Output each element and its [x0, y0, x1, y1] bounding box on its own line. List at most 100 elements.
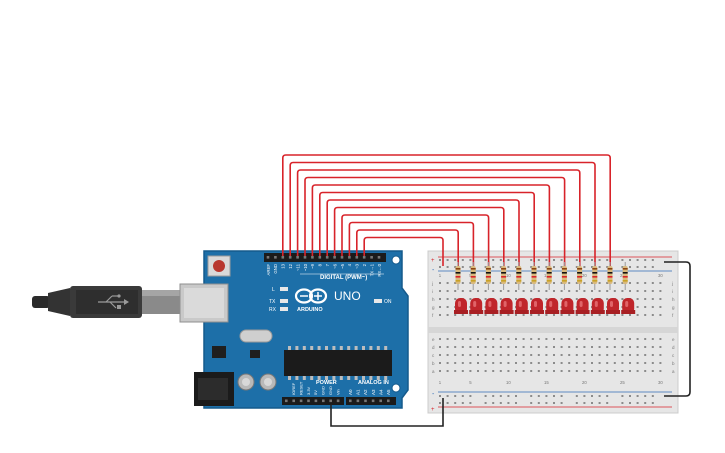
row-letter: j [431, 281, 433, 286]
red-wire [282, 154, 611, 266]
analog-pin[interactable] [371, 399, 375, 403]
red-led[interactable] [545, 298, 560, 314]
red-led[interactable] [530, 298, 544, 314]
digital-pin[interactable] [303, 256, 307, 259]
analog-pin-label: A1 [356, 389, 361, 395]
capacitors [237, 373, 277, 391]
svg-text:+: + [431, 407, 435, 413]
digital-pin[interactable] [370, 256, 373, 259]
red-wire [363, 236, 444, 266]
column-label: 10 [506, 273, 511, 278]
power-pin[interactable] [299, 399, 303, 403]
power-pin[interactable] [314, 399, 318, 403]
analog-pin[interactable] [364, 399, 367, 403]
red-wire [333, 206, 505, 266]
digital-pin[interactable] [355, 256, 359, 259]
resistor [561, 262, 567, 290]
red-led[interactable] [621, 298, 636, 314]
digital-pin-label: 8 [318, 263, 323, 266]
red-led[interactable] [590, 298, 605, 314]
digital-pin-label: AREF [266, 264, 271, 276]
row-letter: i [432, 289, 433, 294]
power-pin[interactable] [322, 399, 325, 403]
row-letter: i [672, 289, 673, 294]
analog-pin[interactable] [349, 399, 352, 403]
column-label: 30 [658, 273, 663, 278]
resistor [592, 262, 598, 290]
analog-pin[interactable] [387, 399, 390, 403]
analog-pin[interactable] [356, 399, 360, 403]
red-wire [326, 199, 520, 266]
digital-pin[interactable] [266, 256, 270, 259]
power-pin-label: RESET [298, 381, 303, 395]
red-led[interactable] [560, 298, 575, 314]
power-pin-label: 3.3V [306, 386, 311, 395]
digital-pin-label: 13 [281, 263, 286, 268]
digital-pin[interactable] [288, 256, 292, 259]
analog-label: ANALOG IN [358, 380, 389, 386]
digital-pin[interactable] [333, 256, 336, 259]
digital-pin[interactable] [318, 256, 322, 259]
resistor [577, 262, 583, 290]
resistors [455, 262, 628, 290]
digital-pin-label: 7 [325, 263, 330, 266]
power-pin-label: GND [328, 386, 333, 395]
row-letter: g [672, 305, 675, 310]
red-led[interactable] [484, 298, 499, 314]
analog-pin-label: A5 [386, 389, 391, 395]
red-led[interactable] [514, 298, 529, 314]
row-letter: g [432, 305, 435, 310]
column-label: 25 [620, 380, 625, 385]
digital-pin[interactable] [281, 256, 285, 259]
power-pin[interactable] [307, 399, 310, 403]
column-label: 15 [544, 380, 549, 385]
svg-text:L: L [272, 287, 275, 293]
red-wires [282, 154, 611, 266]
red-led[interactable] [499, 298, 514, 314]
resistor [622, 262, 628, 290]
digital-pin[interactable] [348, 256, 351, 259]
power-pin-label: Vin [335, 389, 340, 395]
power-pin-label: GND [321, 386, 326, 395]
resistor [501, 262, 507, 290]
power-pin[interactable] [285, 399, 288, 403]
red-led[interactable] [606, 298, 620, 314]
power-pin-label: IOREF [291, 382, 296, 395]
digital-pin[interactable] [325, 256, 329, 259]
row-letter: c [672, 353, 675, 358]
analog-pin-label: A4 [378, 389, 383, 395]
power-pin[interactable] [336, 399, 340, 403]
crystal-oscillator [239, 329, 273, 343]
row-letter: f [432, 313, 434, 318]
rail-bridge-wire [664, 261, 691, 397]
svg-text:TX: TX [269, 299, 276, 305]
svg-text:ON: ON [384, 299, 392, 305]
red-wire [296, 169, 581, 266]
digital-pin-label: ~11 [295, 263, 300, 271]
red-wire [319, 191, 535, 266]
digital-pin[interactable] [340, 256, 344, 259]
digital-pin-label: 2 [362, 263, 367, 266]
power-pin[interactable] [329, 399, 332, 403]
digital-pin[interactable] [377, 256, 381, 259]
analog-pin[interactable] [379, 399, 382, 403]
digital-pin-label: ~6 [332, 263, 337, 269]
power-pin[interactable] [292, 399, 295, 403]
digital-pin[interactable] [274, 256, 277, 259]
digital-pin[interactable] [311, 256, 314, 259]
digital-pin[interactable] [362, 256, 366, 259]
digital-pin-label: GND [273, 264, 278, 274]
usb-cable[interactable] [32, 286, 180, 318]
digital-pin-label: 12 [288, 263, 293, 268]
red-led[interactable] [454, 298, 468, 314]
red-led[interactable] [469, 298, 484, 314]
svg-text:-: - [432, 267, 435, 274]
digital-pin[interactable] [296, 256, 299, 259]
resistor [470, 262, 476, 290]
reset-button[interactable] [207, 255, 231, 277]
red-led[interactable] [575, 298, 590, 314]
column-label: 20 [582, 380, 587, 385]
board-model: UNO [334, 289, 361, 303]
